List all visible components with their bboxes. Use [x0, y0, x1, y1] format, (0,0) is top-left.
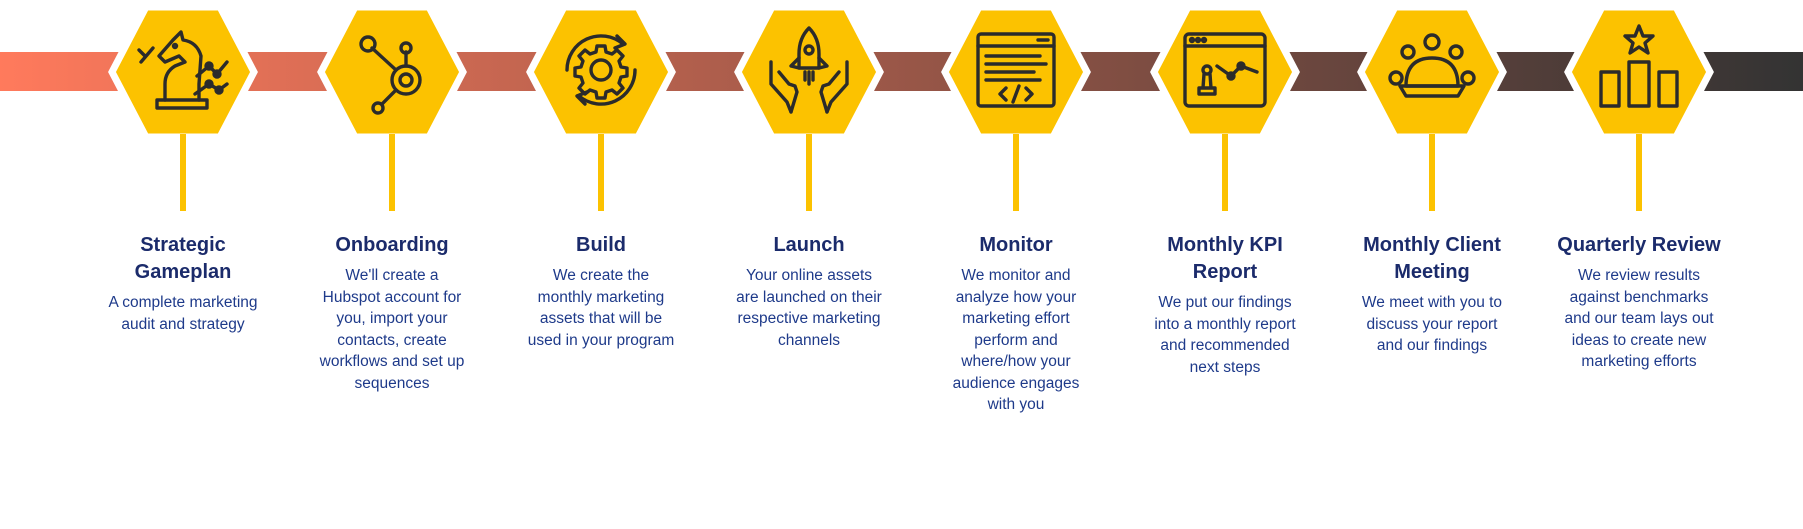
step-description: We put our findings into a monthly repor… — [1154, 294, 1296, 376]
step-description: We review results against benchmarks and… — [1564, 267, 1714, 370]
code-window-icon — [968, 22, 1064, 118]
browser-chess-chart-icon — [1177, 22, 1273, 118]
hexagon-marker — [317, 3, 467, 141]
gear-cycle-icon — [553, 22, 649, 118]
connector-stem — [806, 134, 812, 211]
timeline-step-monthly-client-meeting: Monthly Client Meeting We meet with you … — [1342, 0, 1522, 529]
connector-stem — [389, 134, 395, 211]
rocket-hands-icon — [761, 22, 857, 118]
timeline-step-build: Build We create the monthly marketing as… — [511, 0, 691, 529]
step-title: Monthly KPI Report We put our findings i… — [1135, 232, 1315, 378]
connector-stem — [1013, 134, 1019, 211]
step-title: Onboarding We'll create a Hubspot accoun… — [302, 232, 482, 394]
connector-stem — [1636, 134, 1642, 211]
star-bar-chart-icon — [1591, 22, 1687, 118]
step-title: Strategic Gameplan A complete marketing … — [93, 232, 273, 335]
timeline-step-monitor: Monitor We monitor and analyze how your … — [926, 0, 1106, 529]
step-title: Monthly Client Meeting We meet with you … — [1342, 232, 1522, 357]
connector-stem — [598, 134, 604, 211]
step-description: Your online assets are launched on their… — [736, 267, 882, 349]
step-description: We create the monthly marketing assets t… — [527, 267, 675, 349]
hexagon-marker — [108, 3, 258, 141]
hexagon-marker — [526, 3, 676, 141]
meeting-table-icon — [1384, 22, 1480, 118]
timeline-step-onboarding: Onboarding We'll create a Hubspot accoun… — [302, 0, 482, 529]
step-description: We meet with you to discuss your report … — [1361, 294, 1503, 354]
timeline-step-launch: Launch Your online assets are launched o… — [719, 0, 899, 529]
timeline-step-monthly-kpi-report: Monthly KPI Report We put our findings i… — [1135, 0, 1315, 529]
step-description: A complete marketing audit and strategy — [108, 294, 258, 333]
connector-stem — [1429, 134, 1435, 211]
step-title: Build We create the monthly marketing as… — [511, 232, 691, 351]
hubspot-sprocket-icon — [344, 22, 440, 118]
step-description: We monitor and analyze how your marketin… — [952, 267, 1080, 413]
step-title: Quarterly Review We review results again… — [1549, 232, 1729, 373]
connector-stem — [1222, 134, 1228, 211]
step-title: Monitor We monitor and analyze how your … — [926, 232, 1106, 416]
hexagon-marker — [1357, 3, 1507, 141]
connector-stem — [180, 134, 186, 211]
timeline-step-quarterly-review: Quarterly Review We review results again… — [1549, 0, 1729, 529]
step-description: We'll create a Hubspot account for you, … — [319, 267, 465, 392]
chess-knight-strategy-icon — [135, 22, 231, 118]
step-title: Launch Your online assets are launched o… — [719, 232, 899, 351]
timeline-step-strategic-gameplan: Strategic Gameplan A complete marketing … — [93, 0, 273, 529]
